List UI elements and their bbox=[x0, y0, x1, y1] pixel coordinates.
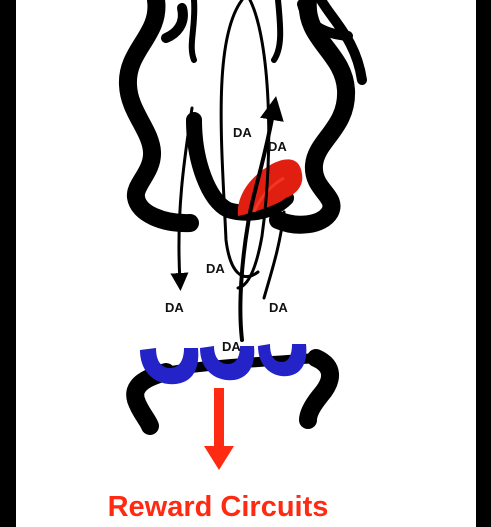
upper-right-fiber bbox=[274, 0, 280, 60]
da-label-lower-left: DA bbox=[165, 300, 184, 315]
top-left-lobe bbox=[166, 8, 183, 38]
membrane-right-arm bbox=[308, 358, 330, 420]
da-label-lower-right: DA bbox=[269, 300, 288, 315]
output-arrow-head bbox=[204, 446, 234, 470]
dopamine-reward-diagram: DA DA DA DA DA DA Reward Circuits bbox=[16, 0, 476, 527]
diagram-panel: DA DA DA DA DA DA Reward Circuits bbox=[16, 0, 476, 527]
da-label-upper-left: DA bbox=[233, 125, 252, 140]
upper-left-fiber bbox=[192, 0, 195, 60]
loop-pathway-right bbox=[238, 0, 269, 288]
da-label-upper-right: DA bbox=[268, 139, 287, 154]
output-arrow-shaft bbox=[214, 388, 224, 448]
da-label-receptor: DA bbox=[222, 339, 241, 354]
da-label-middle: DA bbox=[206, 261, 225, 276]
output-arrow bbox=[204, 388, 234, 470]
reward-circuits-caption: Reward Circuits bbox=[108, 491, 329, 523]
